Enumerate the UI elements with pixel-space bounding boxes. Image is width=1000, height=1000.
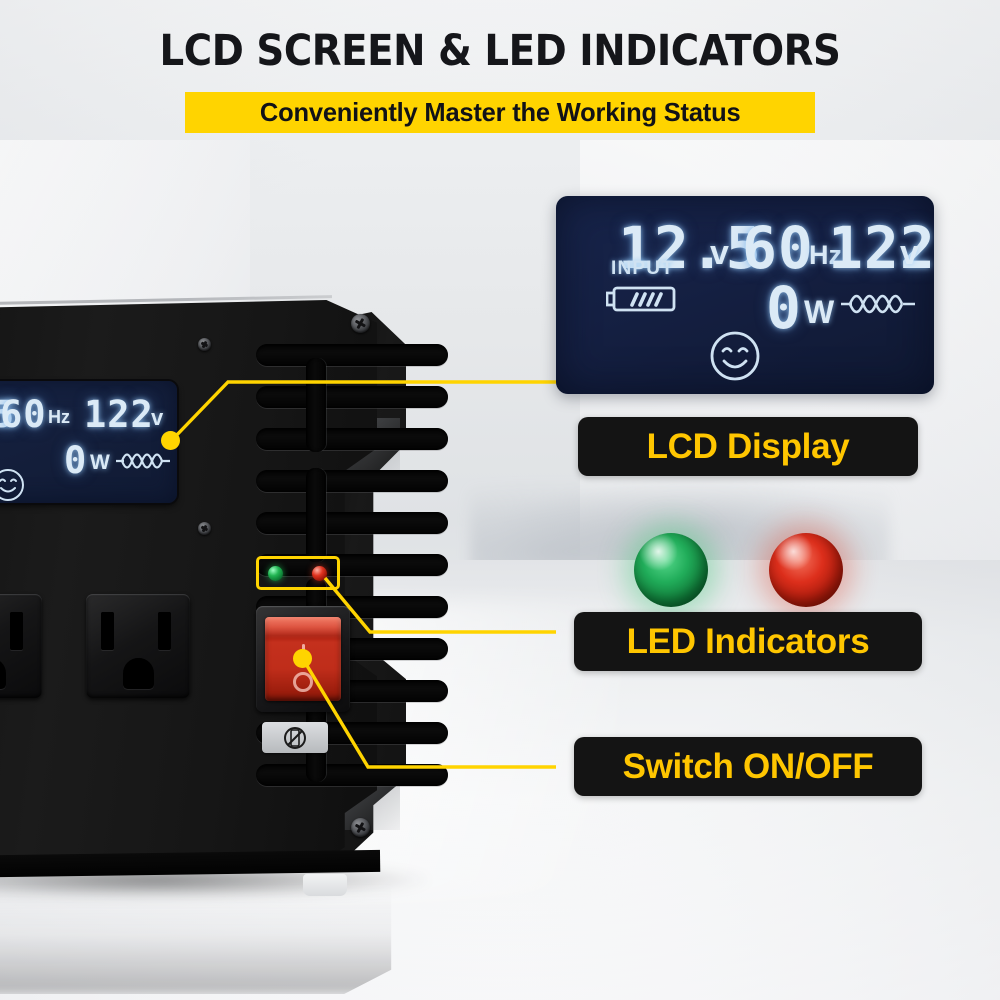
device-lcd-power: 0: [64, 439, 88, 482]
screw-mid-left: [198, 522, 211, 535]
callout-lcd-sine-wave-icon: [841, 294, 915, 314]
callout-lcd-input-label: INPUT: [611, 258, 674, 279]
callout-lcd-battery-icon: [606, 286, 676, 312]
vent-slot: [256, 512, 448, 534]
ac-outlet[interactable]: [86, 594, 190, 698]
callout-label-text: LED Indicators: [626, 621, 870, 661]
led-highlight-box: [256, 556, 340, 590]
vent-slot-vertical: [306, 468, 326, 562]
led-indicator-red: [769, 533, 843, 607]
outlet-ground-hole: [123, 658, 154, 689]
callout-label-switch-on-off: Switch ON/OFF: [574, 737, 922, 796]
callout-label-text: LCD Display: [646, 426, 850, 466]
header: LCD SCREEN & LED INDICATORS Conveniently…: [0, 0, 1000, 150]
outlet-ground-hole: [0, 658, 6, 689]
ac-outlet[interactable]: [0, 594, 42, 698]
product-foot: [303, 874, 347, 896]
callout-lcd-input-voltage-unit: v: [710, 234, 729, 272]
device-led-green: [268, 566, 283, 581]
device-lcd-smiley-icon: [0, 469, 24, 501]
screw-top-right: [351, 314, 370, 333]
outlet-slot-hot: [158, 612, 171, 650]
device-lcd-input-voltage: 12.5: [0, 393, 16, 436]
callout-lcd-output-voltage-unit: v: [900, 234, 919, 272]
device-lcd-output-voltage-unit: v: [151, 405, 164, 430]
vent-slot: [256, 764, 448, 786]
page-title: LCD SCREEN & LED INDICATORS: [159, 26, 841, 76]
device-led-red: [312, 566, 327, 581]
callout-lcd-power-unit: W: [804, 294, 835, 330]
rocker-sheen: [265, 617, 341, 639]
screw-upper-left: [198, 338, 211, 351]
callout-lcd-smiley-icon: [710, 331, 760, 381]
device-lcd-sine-wave-icon: [116, 453, 170, 469]
callout-lcd-frequency-unit: Hz: [809, 240, 842, 270]
vent-slot: [256, 344, 448, 366]
subtitle-banner: Conveniently Master the Working Status: [185, 92, 815, 133]
callout-lcd-input-voltage: 12.5: [618, 214, 762, 282]
vent-slot: [256, 554, 448, 576]
callout-lcd-power: 0: [766, 274, 802, 342]
device-lcd-frequency-unit: Hz: [48, 407, 70, 427]
callout-lcd-output-voltage: 122: [828, 214, 934, 282]
screw-bottom-right: [351, 818, 370, 837]
device-lcd-frequency: 60: [0, 393, 47, 436]
callout-label-led-indicators: LED Indicators: [574, 612, 922, 671]
callout-label-lcd-display: LCD Display: [578, 417, 918, 476]
callout-lcd-frequency: 60: [742, 214, 814, 282]
outlet-slot-neutral: [101, 612, 114, 650]
vent-slot: [256, 470, 448, 492]
led-indicator-green: [634, 533, 708, 607]
callout-label-text: Switch ON/OFF: [622, 746, 874, 786]
device-lcd-output-voltage: 122: [84, 393, 154, 436]
subtitle-text: Conveniently Master the Working Status: [259, 97, 741, 127]
device-lcd-power-unit: W: [90, 451, 110, 474]
device-lcd-screen: 12.5 v 60 Hz 122 v INPUT 0 W: [0, 381, 177, 503]
outlet-slot-hot: [10, 612, 23, 650]
lcd-display-callout: 12.5 v 60 Hz 122 v INPUT 0 W: [556, 196, 934, 394]
